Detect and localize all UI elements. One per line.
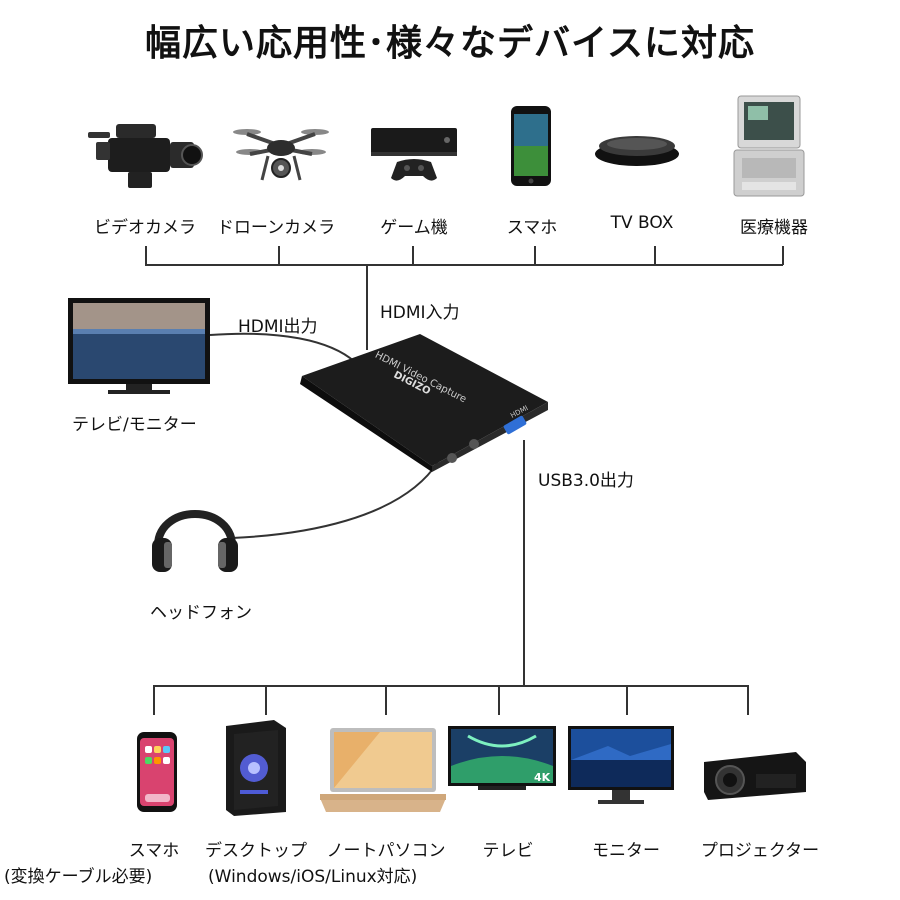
output-device-label: デスクトップ [205, 841, 307, 861]
output-bus-line [153, 685, 749, 687]
tv-box-icon [595, 136, 679, 166]
connector-line [265, 685, 267, 715]
connector-line [654, 246, 656, 265]
connector-line [385, 685, 387, 715]
output-device-label: プロジェクター [700, 841, 820, 861]
connector-line [412, 246, 414, 265]
smartphone-icon [511, 106, 551, 186]
input-device-label: TV BOX [610, 213, 674, 233]
headphones-icon [152, 510, 238, 572]
hdmi-in-line [366, 264, 368, 350]
connector-line [153, 685, 155, 715]
connector-line [626, 685, 628, 715]
output-device-sublabel: (変換ケーブル必要) [4, 867, 153, 887]
tv-monitor-label: テレビ/モニター [72, 415, 197, 435]
input-bus-line [145, 264, 783, 266]
output-device-label: ノートパソコン [326, 841, 446, 861]
output-device-label: テレビ [482, 841, 534, 861]
headphones-label: ヘッドフォン [150, 603, 252, 623]
connector-line [498, 685, 500, 715]
tv-monitor-icon [68, 298, 210, 394]
connector-line [534, 246, 536, 265]
desktop-pc-icon [226, 720, 286, 816]
input-device-label: 医療機器 [740, 218, 808, 238]
drone-icon [233, 129, 329, 181]
game-console-icon [371, 128, 457, 181]
monitor-icon [568, 726, 674, 804]
connector-line [782, 246, 784, 265]
video-camera-icon [88, 124, 203, 188]
tv-icon [448, 726, 556, 790]
hdmi-in-label: HDMI入力 [380, 303, 460, 323]
page-title: 幅広い応用性･様々なデバイスに対応 [145, 23, 755, 64]
usb-out-label: USB3.0出力 [538, 471, 634, 491]
input-device-label: ビデオカメラ [94, 218, 196, 238]
capture-device-icon [300, 334, 548, 472]
input-device-label: ドローンカメラ [216, 218, 336, 238]
smartphone-icon [137, 732, 177, 812]
projector-icon [704, 752, 806, 800]
output-device-label: スマホ [128, 841, 180, 861]
os-note: (Windows/iOS/Linux対応) [208, 867, 418, 887]
connector-line [145, 246, 147, 265]
connector-line [278, 246, 280, 265]
laptop-icon [320, 728, 446, 812]
tv-4k-badge: 4K [534, 771, 551, 784]
medical-device-icon [733, 95, 805, 197]
input-device-label: ゲーム機 [380, 218, 448, 238]
input-device-label: スマホ [506, 218, 558, 238]
usb-out-line [523, 440, 525, 686]
connector-line [747, 685, 749, 715]
output-device-label: モニター [592, 841, 660, 861]
hdmi-out-label: HDMI出力 [238, 317, 318, 337]
